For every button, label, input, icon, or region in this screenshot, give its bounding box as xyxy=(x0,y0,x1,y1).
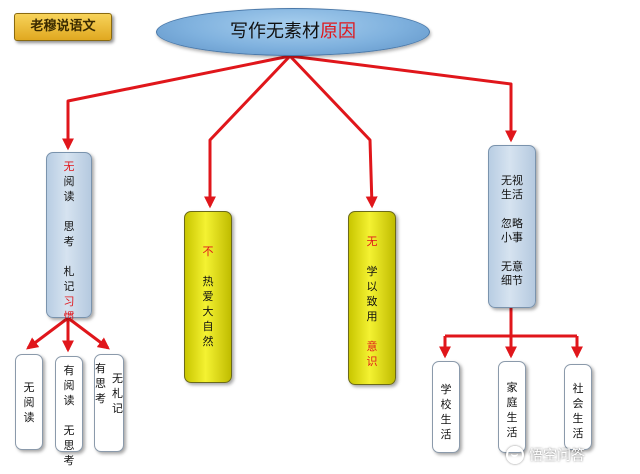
node-school-life-text: 学校生活 xyxy=(441,382,452,442)
node-char: 无 xyxy=(63,424,75,437)
node-char: 热 xyxy=(202,275,214,288)
node-char: 札 xyxy=(112,387,123,400)
node-char: 阅 xyxy=(63,175,75,188)
node-char: 识 xyxy=(366,355,378,368)
node-char: 会 xyxy=(572,397,584,410)
node-reading-no-thinking-text: 有阅读无思考 xyxy=(64,363,75,468)
node-char: 大 xyxy=(202,305,214,318)
root-title-node: 写作无素材原因 xyxy=(156,8,430,56)
node-char: 活 xyxy=(440,428,452,441)
node-not-love-nature-text: 不 热爱大自然 xyxy=(203,244,214,349)
watermark: 悟空问答 xyxy=(506,443,585,467)
node-char: 活 xyxy=(506,426,518,439)
node-char: 家 xyxy=(506,381,518,394)
node-school-life: 学校生活 xyxy=(432,361,460,453)
node-char: 读 xyxy=(63,394,75,407)
node-char: 忽略 xyxy=(501,217,523,230)
node-char: 记 xyxy=(63,280,75,293)
node-no-reading: 无阅读 xyxy=(15,354,43,450)
author-badge: 老穆说语文 xyxy=(14,13,112,41)
node-char: 思 xyxy=(63,220,75,233)
node-no-reading-habit: 无阅读思考札记习惯 xyxy=(46,152,92,323)
node-char: 致 xyxy=(366,295,378,308)
node-char: 社 xyxy=(572,382,584,395)
node-char: 有 xyxy=(63,364,75,377)
node-social-life: 社会生活 xyxy=(564,364,592,450)
node-thinking-no-notes-text: 有思考 无札记 xyxy=(95,361,123,416)
node-char: 活 xyxy=(572,427,584,440)
node-char: 无意 xyxy=(501,260,523,273)
node-char: 细节 xyxy=(501,274,523,287)
node-char: 生 xyxy=(506,411,518,424)
node-char: 惯 xyxy=(63,310,75,323)
node-char: 阅 xyxy=(23,395,35,409)
node-char: 庭 xyxy=(506,396,518,409)
no-char: 无 xyxy=(366,235,378,248)
node-char: 用 xyxy=(366,310,378,323)
arrow-left-child-1 xyxy=(26,316,69,350)
node-family-life-text: 家庭生活 xyxy=(507,380,518,440)
arrow-to-mid-right xyxy=(288,54,378,209)
node-char: 意 xyxy=(366,340,378,353)
node-social-life-text: 社会生活 xyxy=(573,381,584,441)
node-char: 有 xyxy=(95,362,106,375)
node-no-application-awareness-text: 无 学以致用 意识 xyxy=(367,234,378,369)
watermark-text: 悟空问答 xyxy=(529,448,585,464)
node-family-life: 家庭生活 xyxy=(498,361,526,453)
node-not-love-nature: 不 热爱大自然 xyxy=(184,211,232,383)
node-reading-no-thinking: 有阅读无思考 xyxy=(55,356,83,467)
node-ignore-life-text: 无视生活忽略小事无意细节 xyxy=(501,174,523,288)
arrow-to-right xyxy=(289,54,517,143)
node-char: 然 xyxy=(202,335,214,348)
node-char: 生活 xyxy=(501,188,523,201)
arrow-left-child-3 xyxy=(67,316,110,350)
node-char: 小事 xyxy=(501,231,523,244)
node-char: 读 xyxy=(23,410,35,424)
node-no-reading-habit-text: 无阅读思考札记习惯 xyxy=(64,159,75,324)
node-char: 生 xyxy=(440,413,452,426)
node-char: 自 xyxy=(202,320,214,333)
node-char: 习 xyxy=(63,295,75,308)
node-char: 考 xyxy=(63,454,75,467)
node-char: 校 xyxy=(440,398,452,411)
node-no-application-awareness: 无 学以致用 意识 xyxy=(348,211,396,385)
arrow-to-mid-left xyxy=(204,54,292,209)
node-char: 学 xyxy=(440,383,452,396)
node-char: 思 xyxy=(95,377,106,390)
node-char: 无 xyxy=(23,380,35,394)
node-char: 无 xyxy=(63,160,75,173)
node-thinking-no-notes: 有思考 无札记 xyxy=(94,354,124,452)
root-title-main: 写作无素材 xyxy=(230,21,320,42)
node-char: 思 xyxy=(63,439,75,452)
node-char: 读 xyxy=(63,190,75,203)
wukong-logo-icon xyxy=(506,446,524,464)
node-no-reading-text: 无阅读 xyxy=(24,380,35,425)
node-char: 无视 xyxy=(501,174,523,187)
node-ignore-life: 无视生活忽略小事无意细节 xyxy=(488,145,536,308)
not-char: 不 xyxy=(202,245,214,258)
node-char: 札 xyxy=(63,265,75,278)
node-char: 无 xyxy=(112,372,123,385)
root-title-highlight: 原因 xyxy=(320,21,356,42)
node-char: 阅 xyxy=(63,379,75,392)
arrow-to-left xyxy=(62,54,291,151)
node-char: 学 xyxy=(366,265,378,278)
node-char: 考 xyxy=(95,392,106,405)
node-char: 考 xyxy=(63,235,75,248)
node-char: 爱 xyxy=(202,290,214,303)
node-char: 记 xyxy=(112,402,123,415)
node-char: 以 xyxy=(366,280,378,293)
node-char: 生 xyxy=(572,412,584,425)
